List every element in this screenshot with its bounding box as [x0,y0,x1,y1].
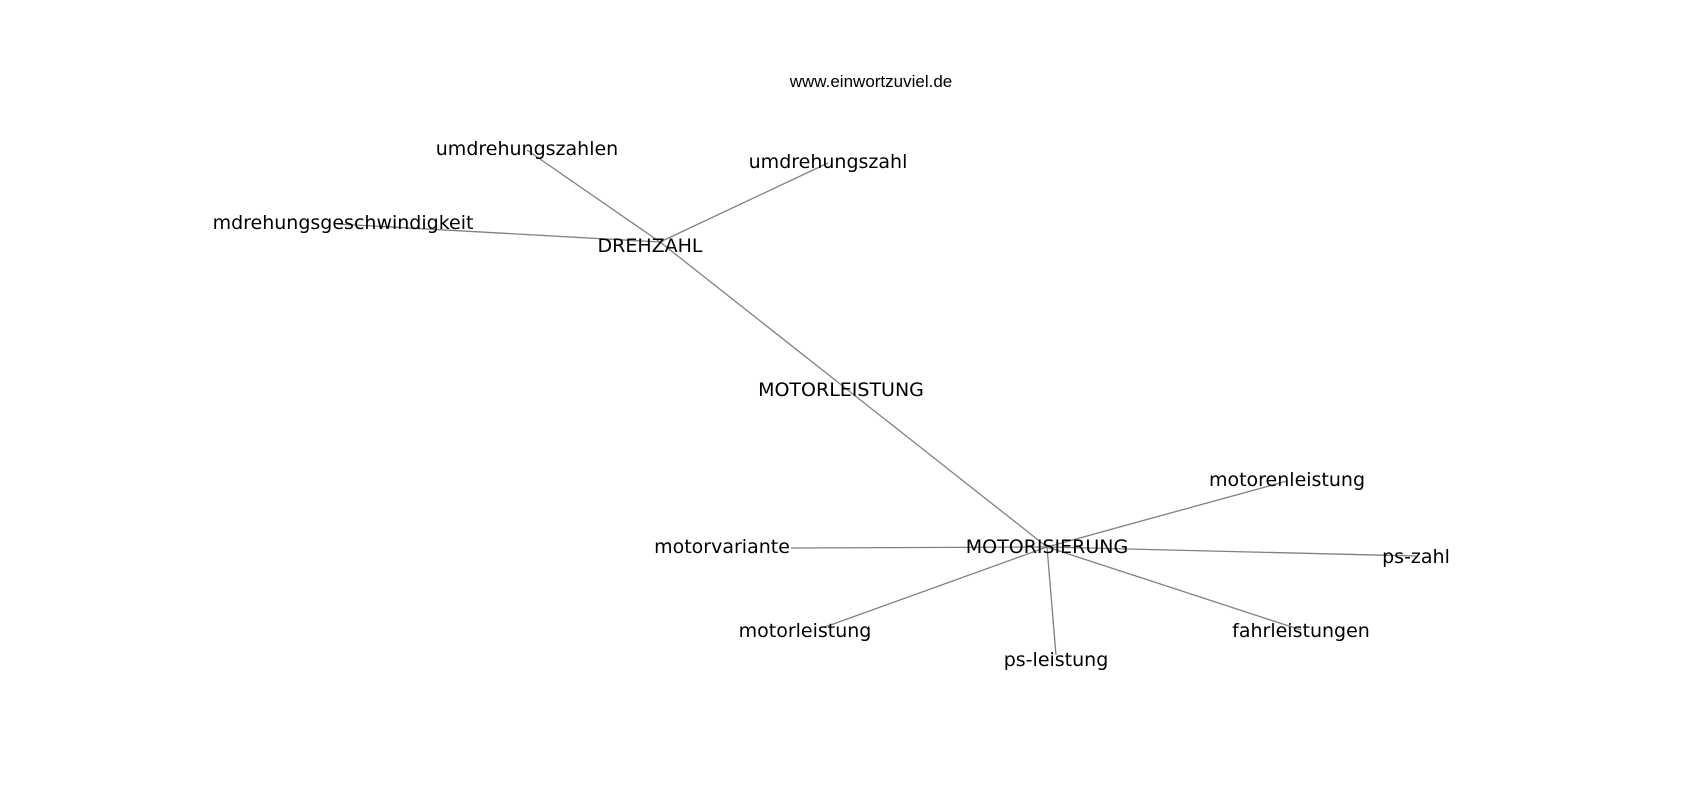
node-label-fahrleistungen: fahrleistungen [1232,620,1370,642]
node-label-motorleistung: motorleistung [739,620,872,642]
edge-drehzahl-motorisierung [659,241,1048,548]
graph-node-labels: umdrehungszahlen umdrehungszahl umdrehungs… [201,138,1450,671]
edge-drehzahl-umdrehungszahlen [526,149,661,243]
node-label-umdrehungszahlen: umdrehungszahlen [436,138,618,160]
node-label-drehzahl: DREHZAHL [597,235,702,257]
edge-motorisierung-ps-zahl [1046,546,1417,557]
graph-edges [336,149,1417,656]
node-label-ps-leistung: ps-leistung [1004,649,1109,671]
edge-drehzahl-umdrehungsgeschwindigkeit [336,223,661,243]
edge-motorisierung-fahrleistungen [1046,546,1302,631]
edge-drehzahl-umdrehungszahl [659,162,829,243]
node-label-umdrehungszahl: umdrehungszahl [749,151,908,173]
edge-motorisierung-ps-leistung [1046,546,1057,656]
edge-motorisierung-motorenleistung [1046,480,1288,548]
node-label-motorleistung-center: MOTORLEISTUNG [758,379,924,401]
edge-motorisierung-motorvariante [790,546,1048,549]
edge-motorisierung-motorleistung [824,546,1048,628]
node-label-motorvariante: motorvariante [654,536,790,558]
site-url-label: www.einwortzuviel.de [789,72,953,91]
node-label-umdrehungsgeschwindigkeit: umdrehungsgeschwindigkeit [201,212,474,234]
node-label-motorenleistung: motorenleistung [1209,469,1365,491]
node-label-motorisierung: MOTORISIERUNG [966,536,1128,558]
node-label-ps-zahl: ps-zahl [1382,546,1450,568]
